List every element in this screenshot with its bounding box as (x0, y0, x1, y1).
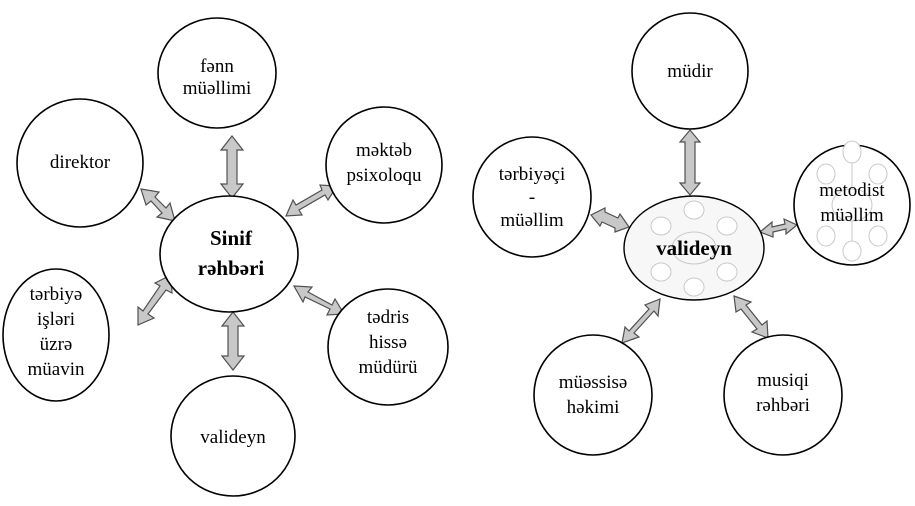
node-terbiye-isleri-line-2: işləri (37, 309, 75, 330)
arrow-center-to-mudir (678, 129, 702, 196)
node-valideyn-left: valideyn (170, 375, 296, 497)
node-mekteb-psixoloqu-line-2: psixoloqu (347, 165, 422, 186)
node-direktor-line-1: direktor (50, 152, 111, 173)
node-fenn-muellimi: fənn müəllimi (157, 17, 277, 129)
node-valideyn-left-line-1: valideyn (200, 427, 266, 448)
arrow-center-to-tedris-hisse-muduru (292, 285, 346, 316)
metodist-watermark-graphic (816, 140, 888, 262)
center-sinif-rehberi: Sinif rəhbəri (159, 195, 299, 313)
center-valideyn: valideyn (623, 195, 765, 301)
node-mudir: müdir (631, 12, 749, 130)
node-metodist-muellim: metodist müəllim (793, 140, 911, 266)
node-muessise-hekimi: müəssisə həkimi (533, 334, 653, 456)
node-musiqi-line-1: musiqi (757, 370, 809, 391)
node-fenn-muellimi-line-1: fənn (200, 56, 234, 77)
arrow-center-to-fenn-muellimi (219, 135, 245, 199)
node-musiqi-line-2: rəhbəri (756, 395, 810, 416)
node-direktor: direktor (16, 98, 144, 228)
node-tedris-hisse-line-2: hissə (369, 332, 407, 353)
node-mekteb-psixoloqu: məktəb psixoloqu (325, 106, 443, 224)
diagram-right: müdir metodist müəllim musiqi rəhbəri (472, 12, 911, 456)
center-valideyn-line-1: valideyn (656, 236, 732, 260)
node-terbiye-isleri: tərbiyə işləri üzrə müavin (2, 268, 110, 402)
node-muessise-line-1: müəssisə (559, 372, 628, 393)
node-muessise-line-2: həkimi (567, 397, 620, 418)
arrow-center-to-mekteb-psixoloqu (285, 184, 339, 217)
arrow-center-to-valideyn (220, 311, 246, 371)
arrow-center-to-direktor (140, 188, 176, 222)
node-terbiyeci-line-3: müəllim (500, 210, 564, 231)
center-watermark-graphic (650, 200, 738, 297)
node-terbiye-isleri-line-1: tərbiyə (30, 284, 83, 305)
node-terbiyeci-muellim: tərbiyəçi - müəllim (472, 136, 592, 258)
node-mekteb-psixoloqu-line-1: məktəb (356, 140, 412, 161)
node-terbiyeci-line-2: - (529, 187, 535, 208)
node-terbiyeci-line-1: tərbiyəçi (499, 164, 565, 185)
node-tedris-hisse-line-1: tədris (367, 307, 409, 328)
node-metodist-line-2: müəllim (820, 205, 884, 226)
node-terbiye-isleri-line-4: müavin (28, 359, 85, 380)
node-terbiye-isleri-line-3: üzrə (40, 334, 73, 355)
arrow-center-to-musiqi-rehberi (733, 295, 769, 339)
node-tedris-hisse-line-3: müdürü (358, 357, 418, 378)
node-metodist-line-1: metodist (819, 180, 885, 201)
arrow-center-to-terbiyeci-muellim (590, 207, 630, 233)
arrow-center-to-metodist-muellim (758, 217, 799, 238)
diagram-left: fənn müəllimi məktəb psixoloqu tədris hi… (2, 17, 449, 497)
node-musiqi-rehberi: musiqi rəhbəri (723, 334, 843, 456)
node-mudir-line-1: müdir (667, 61, 713, 82)
center-sinif-rehberi-line-2: rəhbəri (198, 256, 265, 280)
node-fenn-muellimi-line-2: müəllimi (183, 78, 252, 99)
center-sinif-rehberi-line-1: Sinif (210, 226, 253, 250)
arrow-center-to-terbiye-isleri (137, 274, 173, 326)
node-tedris-hisse-muduru: tədris hissə müdürü (327, 288, 449, 406)
arrow-center-to-muessise-hekimi (621, 298, 661, 344)
